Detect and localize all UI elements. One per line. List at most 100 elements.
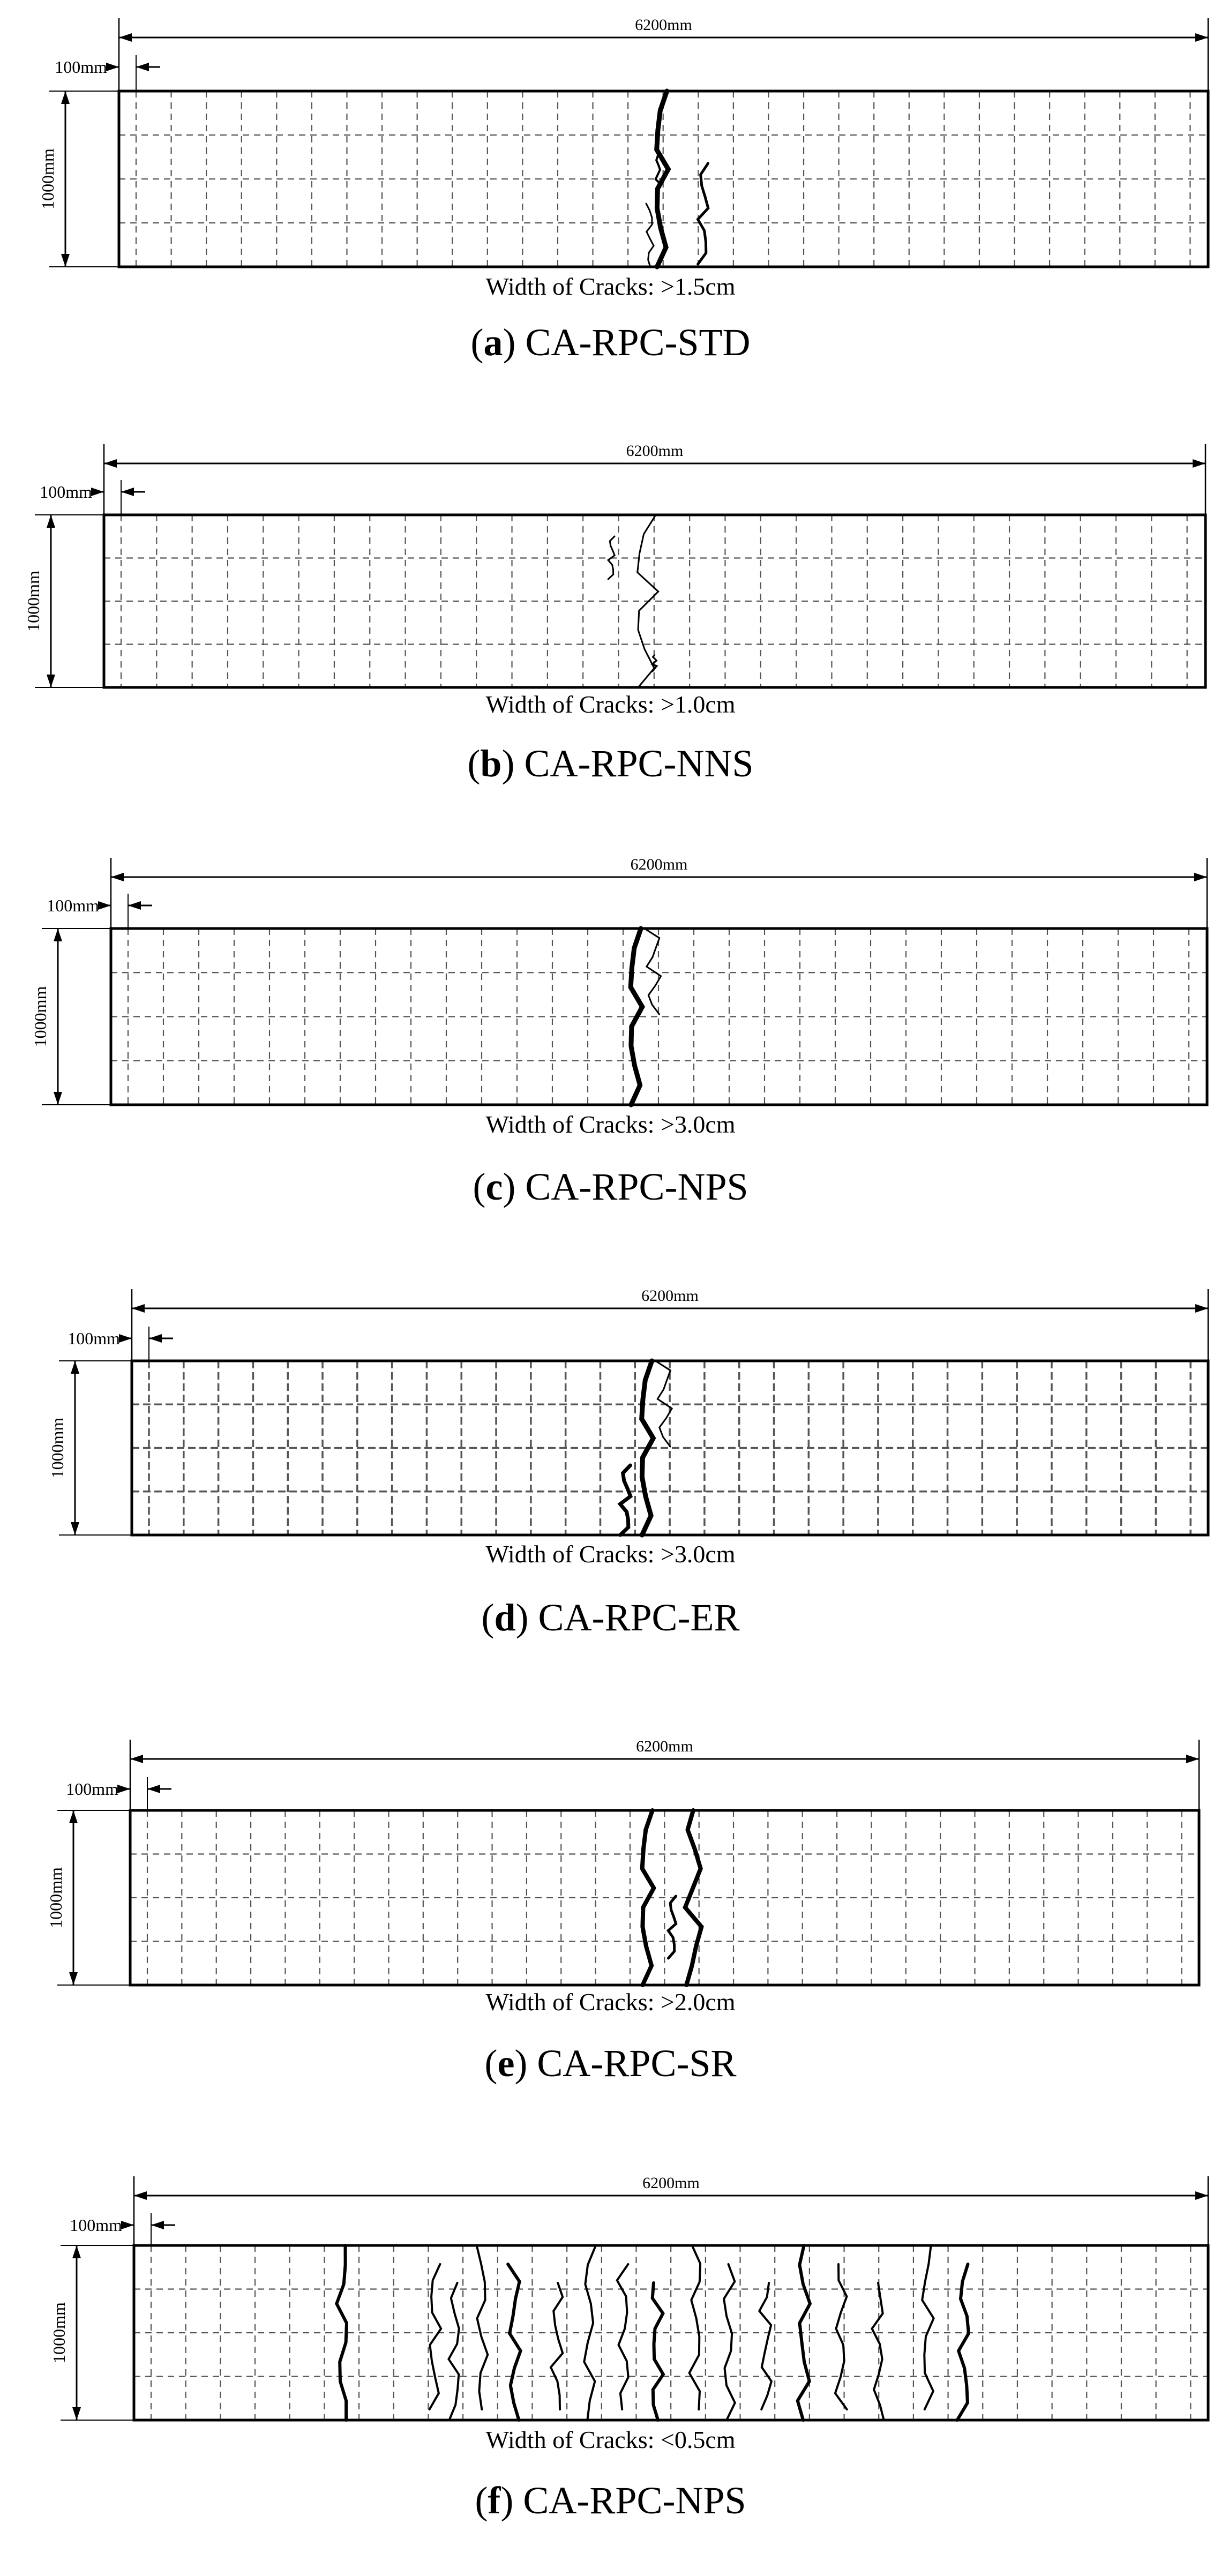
crack [796, 2244, 812, 2422]
crack [335, 2244, 349, 2422]
panel-name: CA-RPC-NNS [524, 742, 754, 785]
length-label: 6200mm [642, 2174, 700, 2192]
slab-outline [117, 89, 1210, 268]
length-label: 6200mm [641, 1287, 699, 1305]
panel-letter: b [480, 742, 502, 785]
crack [475, 2244, 489, 2410]
height-label: 1000mm [49, 2302, 69, 2363]
crack-lines [640, 1808, 704, 1987]
crack [428, 2263, 443, 2410]
slab-outline [132, 2244, 1210, 2422]
panel-letter: e [497, 2042, 515, 2085]
crack [640, 1808, 656, 1987]
offset-label: 100mm [68, 1329, 120, 1348]
panel-name: CA-RPC-SR [537, 2042, 737, 2085]
offset-arrow-right [98, 901, 111, 910]
crack-width-caption: Width of Cracks: >3.0cm [485, 1540, 736, 1568]
crack-lines [335, 2244, 970, 2422]
crack-width-caption: Width of Cracks: >1.5cm [485, 273, 736, 300]
crack [617, 1463, 633, 1537]
length-arrow-right [1195, 2191, 1208, 2200]
crack [628, 926, 645, 1107]
offset-arrow-left [128, 901, 141, 910]
panel-c: 6200mm 100mm 1000mm [31, 856, 1209, 1107]
length-arrow-left [119, 33, 132, 42]
length-label: 6200mm [636, 1738, 693, 1755]
crack [654, 1360, 673, 1448]
crack [654, 88, 671, 269]
panel-caption: (f) CA-RPC-NPS [475, 2479, 746, 2522]
length-arrow-left [111, 873, 124, 881]
length-label: 6200mm [635, 16, 692, 34]
crack [654, 154, 662, 199]
slab-outline [130, 1359, 1210, 1537]
panel-letter: a [483, 321, 503, 364]
height-arrow-up [47, 515, 55, 528]
height-arrow-up [69, 1810, 78, 1823]
crack-width-caption: Width of Cracks: >3.0cm [485, 1111, 736, 1138]
crack [955, 2263, 970, 2422]
length-label: 6200mm [631, 856, 688, 873]
height-label: 1000mm [31, 986, 50, 1047]
crack-lines [645, 88, 710, 269]
offset-label: 100mm [55, 57, 107, 77]
height-arrow-down [54, 1092, 62, 1105]
height-arrow-down [47, 675, 55, 687]
offset-arrow-right [106, 63, 119, 71]
slab-outline [129, 1809, 1201, 1987]
crack-lines [628, 926, 662, 1107]
offset-arrow-left [147, 1785, 160, 1793]
crack-width-caption: Width of Cracks: >2.0cm [485, 1988, 736, 2016]
height-arrow-down [72, 2407, 81, 2420]
crack [645, 203, 655, 268]
panel-f: 6200mm 100mm 1000mm [49, 2174, 1210, 2422]
panel-caption: (e) CA-RPC-SR [484, 2042, 737, 2085]
panel-caption: (b) CA-RPC-NNS [467, 742, 754, 785]
crack [666, 1894, 678, 1960]
height-label: 1000mm [24, 571, 43, 632]
crack [506, 2263, 522, 2422]
length-arrow-left [130, 1755, 143, 1763]
crack [834, 2263, 848, 2410]
crack [650, 2281, 665, 2422]
offset-label: 100mm [40, 482, 92, 501]
offset-arrow-left [121, 488, 134, 496]
slab-outline [109, 927, 1209, 1106]
offset-arrow-right [119, 1334, 132, 1343]
crack [549, 2282, 564, 2410]
crack [606, 535, 616, 580]
crack [447, 2282, 460, 2421]
height-arrow-up [71, 1361, 79, 1374]
offset-arrow-left [149, 1334, 162, 1343]
height-arrow-up [61, 91, 70, 104]
crack [921, 2244, 935, 2410]
panel-name: CA-RPC-NPS [523, 2479, 746, 2522]
length-arrow-right [1195, 33, 1208, 42]
length-arrow-right [1186, 1755, 1199, 1763]
crack-width-caption: Width of Cracks: >1.0cm [485, 691, 736, 718]
panel-name: CA-RPC-NPS [525, 1165, 748, 1208]
length-arrow-left [104, 459, 117, 468]
offset-arrow-left [151, 2221, 164, 2229]
panel-caption: (c) CA-RPC-NPS [473, 1165, 748, 1208]
panel-caption: (a) CA-RPC-STD [470, 321, 751, 364]
panel-caption: (d) CA-RPC-ER [481, 1596, 740, 1639]
height-label: 1000mm [46, 1867, 65, 1928]
crack [758, 2282, 773, 2410]
panel-name: CA-RPC-ER [538, 1596, 740, 1639]
crack [723, 2263, 737, 2421]
height-arrow-up [72, 2245, 81, 2258]
crack [683, 1808, 704, 1987]
height-arrow-down [71, 1522, 79, 1535]
height-arrow-up [54, 928, 62, 941]
offset-label: 100mm [47, 896, 99, 915]
length-label: 6200mm [626, 442, 684, 460]
crack [650, 654, 658, 672]
crack-lines [617, 1358, 673, 1538]
offset-label: 100mm [70, 2215, 122, 2235]
crack [639, 1358, 656, 1538]
